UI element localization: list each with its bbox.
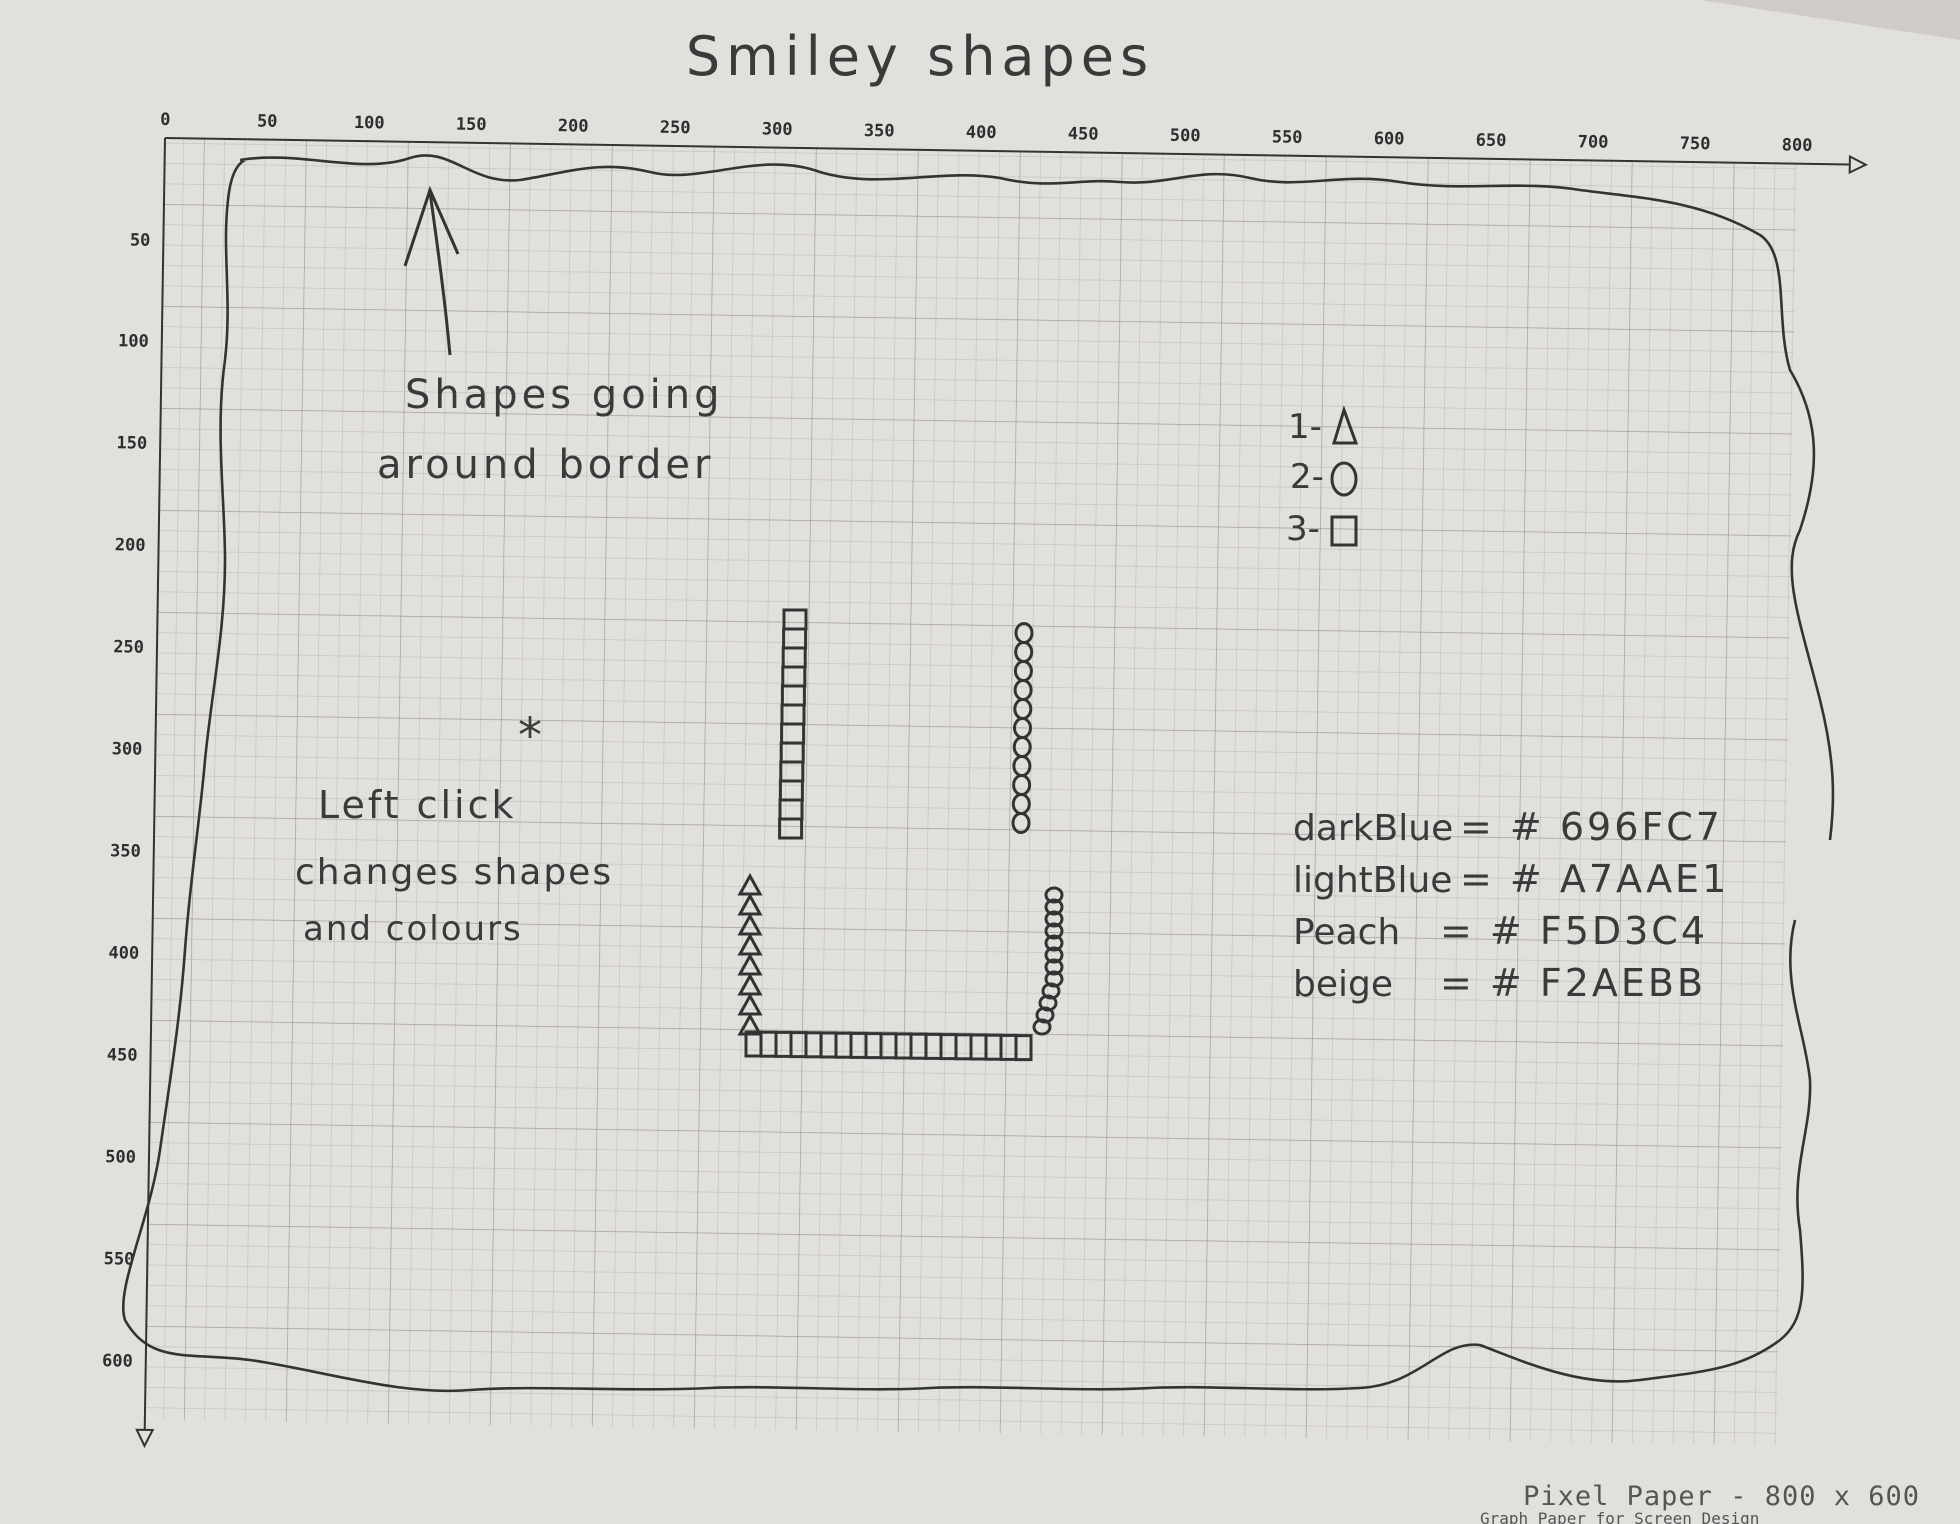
left-eye-squares (778, 608, 808, 840)
footer-subtitle: Graph Paper for Screen Design (1480, 1509, 1759, 1524)
square-icon (1330, 515, 1358, 547)
x-tick-label: 400 (966, 123, 997, 143)
circle-shape (1044, 958, 1064, 976)
x-tick-label: 450 (1068, 124, 1099, 144)
arrow-shaft (428, 191, 452, 356)
y-tick-label: 300 (112, 739, 143, 759)
y-tick-label: 150 (116, 433, 147, 453)
x-tick-label: 550 (1272, 127, 1303, 147)
y-tick-label: 200 (115, 535, 146, 555)
y-tick-label: 600 (102, 1351, 133, 1371)
square-shape (1014, 1034, 1033, 1062)
x-tick-label: 700 (1578, 132, 1609, 152)
colour-name: darkBlue (1293, 808, 1453, 849)
circle-shape (1032, 1018, 1052, 1036)
y-tick-label: 400 (108, 943, 139, 963)
x-tick-label: 50 (257, 111, 278, 131)
x-tick-label: 800 (1782, 135, 1813, 155)
wavy-border (121, 154, 1835, 1393)
x-tick-label: 500 (1170, 126, 1201, 146)
shape-key: 1- 2- 3- (1286, 405, 1359, 549)
x-tick-label: 100 (354, 113, 385, 133)
mouth-left-triangles (737, 872, 763, 1036)
colour-code: = # 696FC7 (1460, 805, 1723, 849)
key-number: 2- (1290, 457, 1324, 497)
x-tick-label: 200 (558, 116, 589, 136)
key-number: 1- (1288, 407, 1322, 447)
y-tick-label: 550 (104, 1249, 135, 1269)
x-tick-label: 650 (1476, 131, 1507, 151)
y-tick-label: 50 (130, 230, 151, 250)
note-border-line1: Shapes going (405, 372, 724, 418)
circle-shape (1044, 946, 1064, 964)
colour-code: = # F2AEBB (1440, 961, 1706, 1005)
square-shape (778, 817, 804, 840)
colour-name: Peach (1293, 912, 1400, 953)
y-tick-label: 100 (118, 331, 149, 351)
y-tick-label: 500 (105, 1147, 136, 1167)
colour-name: beige (1293, 964, 1393, 1005)
y-tick-label: 250 (113, 637, 144, 657)
note-click-line3: and colours (303, 909, 523, 949)
note-border-line2: around border (377, 442, 714, 488)
colour-list: darkBlue = # 696FC7 lightBlue = # A7AAE1… (1293, 805, 1729, 1005)
x-tick-label: 750 (1680, 134, 1711, 154)
circle-shape (1011, 812, 1031, 834)
footer-title: Pixel Paper - 800 x 600 (1523, 1481, 1920, 1512)
border-arrow (403, 185, 460, 356)
x-tick-label: 600 (1374, 129, 1405, 149)
mouth-right-circles (1032, 886, 1064, 1036)
y-axis-arrow-icon (135, 1428, 155, 1449)
right-eye-circles (1011, 622, 1034, 834)
grid (144, 138, 1797, 1446)
key-number: 3- (1286, 509, 1320, 549)
colour-code: = # F5D3C4 (1440, 909, 1708, 953)
x-axis-arrow-icon (1848, 154, 1869, 175)
y-tick-label: 350 (110, 841, 141, 861)
circle-shape (1044, 922, 1064, 940)
arrow-head-icon (403, 185, 460, 267)
note-click-line2: changes shapes (295, 852, 613, 893)
x-tick-label: 150 (456, 115, 487, 135)
triangle-shape (737, 1012, 763, 1036)
circle-shape (1044, 886, 1064, 904)
x-tick-label: 250 (660, 118, 691, 138)
mouth-bottom-squares (744, 1030, 1033, 1062)
triangle-icon (1331, 405, 1359, 445)
circle-shape (1044, 898, 1064, 916)
paper-corner-shadow (1700, 0, 1960, 40)
click-marker-asterisk-icon: * (518, 708, 542, 764)
x-tick-label: 0 (160, 110, 171, 130)
note-click-line1: Left click (318, 783, 516, 827)
circle-shape (1044, 934, 1064, 952)
grid-area: 0 50 100 150 200 250 300 350 400 450 500… (102, 110, 1869, 1449)
colour-code: = # A7AAE1 (1460, 857, 1729, 901)
sketch-title: Smiley shapes (686, 25, 1154, 88)
circle-icon (1330, 461, 1358, 497)
x-axis (164, 137, 1850, 166)
y-tick-labels: 50 100 150 200 250 300 350 400 450 500 5… (102, 230, 151, 1371)
x-tick-labels: 0 50 100 150 200 250 300 350 400 450 500… (160, 110, 1813, 156)
y-tick-label: 450 (107, 1045, 138, 1065)
y-axis (143, 137, 166, 1430)
colour-name: lightBlue (1293, 860, 1452, 901)
x-tick-label: 300 (762, 119, 793, 139)
circle-shape (1044, 910, 1064, 928)
x-tick-label: 350 (864, 121, 895, 141)
